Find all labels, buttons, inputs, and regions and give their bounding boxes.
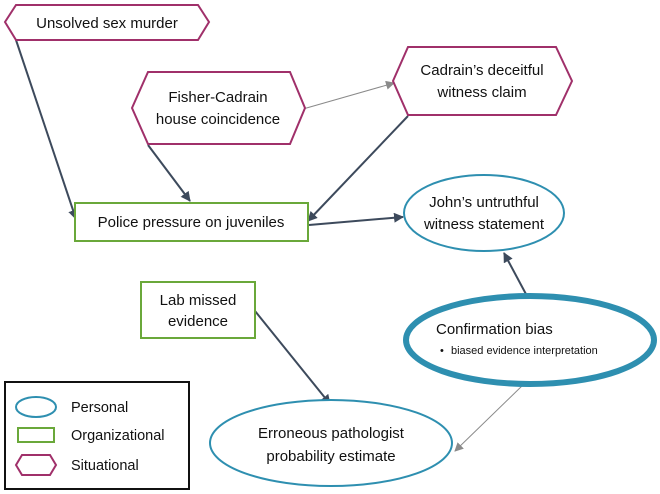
legend-label-personal: Personal — [71, 400, 128, 416]
node-label: Police pressure on juveniles — [98, 214, 285, 231]
node-label-line-2: house coincidence — [156, 111, 280, 128]
node-label-line-1: Fisher-Cadrain — [168, 89, 267, 106]
node-label-line-2: probability estimate — [266, 448, 395, 465]
node-label-line-1: Erroneous pathologist — [258, 425, 405, 442]
legend-hexagon-icon — [14, 454, 58, 476]
node-label-line-2: witness statement — [423, 216, 545, 233]
rectangle-shape — [74, 202, 309, 242]
node-confirmation-bias: Confirmation bias • biased evidence inte… — [403, 293, 657, 387]
bullet-dot: • — [440, 345, 444, 357]
ellipse-shape — [209, 399, 453, 487]
node-label: Unsolved sex murder — [36, 15, 178, 32]
edge-coincidence-to-cadrain — [302, 80, 395, 110]
legend-ellipse-icon — [15, 396, 57, 418]
legend: Personal Organizational Situational — [4, 381, 190, 490]
node-lab-missed-evidence: Lab missed evidence — [140, 281, 256, 339]
edge-police-to-john — [308, 212, 404, 226]
node-pathologist-estimate: Erroneous pathologist probability estima… — [209, 399, 453, 487]
edges — [15, 39, 528, 452]
node-label-line-1: John’s untruthful — [429, 194, 539, 211]
node-bullet-text: biased evidence interpretation — [451, 345, 598, 357]
edge-murder-to-police — [15, 39, 78, 220]
node-label-line-2: witness claim — [436, 84, 526, 101]
legend-rectangle-icon — [17, 427, 55, 443]
edge-cadrain-to-police — [307, 115, 409, 222]
node-unsolved-sex-murder: Unsolved sex murder — [3, 4, 211, 41]
edge-coincidence-to-police — [147, 144, 191, 202]
rectangle-shape — [140, 281, 256, 339]
node-police-pressure: Police pressure on juveniles — [74, 202, 309, 242]
node-label-line-2: evidence — [168, 313, 228, 330]
node-label-line-1: Cadrain’s deceitful — [420, 62, 543, 79]
node-label: Confirmation bias — [436, 321, 553, 338]
edge-bias-to-john — [503, 252, 528, 297]
hexagon-shape — [3, 4, 211, 41]
legend-label-organizational: Organizational — [71, 428, 165, 444]
node-label-line-1: Lab missed — [160, 292, 237, 309]
hexagon-shape — [130, 71, 307, 145]
hexagon-shape — [391, 46, 574, 116]
legend-label-situational: Situational — [71, 458, 139, 474]
ellipse-shape — [403, 293, 657, 387]
node-cadrain-witness-claim: Cadrain’s deceitful witness claim — [391, 46, 574, 116]
edge-lab-to-pathologist — [254, 310, 331, 405]
node-fisher-cadrain-coincidence: Fisher-Cadrain house coincidence — [130, 71, 307, 145]
node-john-witness-statement: John’s untruthful witness statement — [403, 174, 565, 252]
ellipse-shape — [403, 174, 565, 252]
edge-bias-to-pathologist — [454, 382, 526, 452]
